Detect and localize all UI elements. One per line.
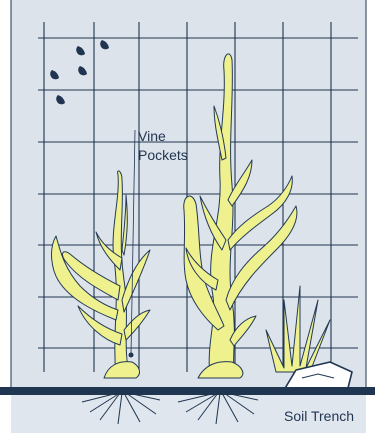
vine-pockets-label-line2: Pockets xyxy=(138,147,188,163)
ground-line xyxy=(0,387,375,395)
soil-trench-label: Soil Trench xyxy=(284,408,354,424)
vine-pockets-label-line1: Vine xyxy=(138,128,166,144)
